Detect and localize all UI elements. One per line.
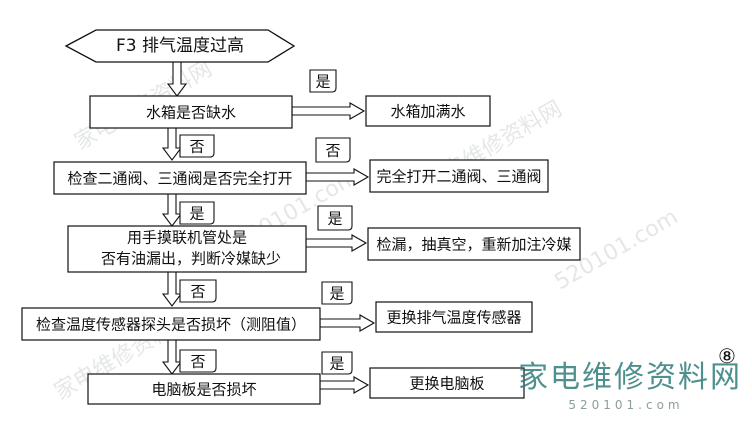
action-step-3: 检漏，抽真空，重新加注冷媒 xyxy=(367,227,581,261)
site-logo: 家电维修资料网 520101.com xyxy=(518,352,742,416)
next-label-step2-text: 是 xyxy=(189,205,204,223)
decision-step-1-text: 水箱是否缺水 xyxy=(146,104,236,122)
action-step-4: 更换排气温度传感器 xyxy=(375,301,533,333)
action-step-1: 水箱加满水 xyxy=(365,95,491,127)
next-label-step3-text: 否 xyxy=(190,283,205,301)
branch-label-step2: 否 xyxy=(315,137,351,163)
decision-step-4-text: 检查温度传感器探头是否损坏（测阻值） xyxy=(36,316,306,334)
arrow-step5-to-action xyxy=(319,376,370,394)
branch-label-step2-text: 否 xyxy=(325,142,340,160)
next-label-step1-text: 否 xyxy=(189,138,204,156)
next-label-step1: 否 xyxy=(179,134,215,158)
decision-step-2-text: 检查二通阀、三通阀是否完全打开 xyxy=(67,170,292,188)
branch-label-step3: 是 xyxy=(317,205,353,231)
next-label-step4-text: 否 xyxy=(190,353,205,371)
next-label-step4: 否 xyxy=(179,349,217,373)
arrow-step3-to-step4 xyxy=(161,271,183,307)
arrow-step3-to-action xyxy=(305,234,368,252)
action-step-4-text: 更换排气温度传感器 xyxy=(386,309,521,327)
action-step-5: 更换电脑板 xyxy=(369,367,525,399)
arrow-step1-to-step2 xyxy=(161,127,183,161)
next-label-step3: 否 xyxy=(179,279,217,303)
branch-label-step4-text: 是 xyxy=(329,285,344,303)
logo-url: 520101.com xyxy=(568,398,684,412)
branch-label-step5: 是 xyxy=(321,351,353,375)
next-label-step2: 是 xyxy=(179,201,215,225)
start-node: F3 排气温度过高 xyxy=(64,29,296,63)
branch-label-step5-text: 是 xyxy=(329,355,344,373)
arrow-step2-to-action xyxy=(305,168,370,186)
logo-text: 家电维修资料网 xyxy=(518,360,742,395)
arrow-step4-to-action xyxy=(319,314,376,332)
start-node-text: F3 排气温度过高 xyxy=(116,36,244,56)
branch-label-step1: 是 xyxy=(309,69,337,93)
branch-label-step1-text: 是 xyxy=(315,73,330,91)
action-step-2: 完全打开二通阀、三通阀 xyxy=(369,159,549,193)
decision-step-4: 检查温度传感器探头是否损坏（测阻值） xyxy=(21,307,321,341)
arrow-start-to-step1 xyxy=(166,61,188,97)
arrow-step4-to-step5 xyxy=(161,339,183,375)
decision-step-1: 水箱是否缺水 xyxy=(89,95,293,129)
branch-label-step4: 是 xyxy=(321,281,353,305)
decision-step-2: 检查二通阀、三通阀是否完全打开 xyxy=(53,161,307,195)
decision-step-5: 电脑板是否损坏 xyxy=(87,373,321,405)
action-step-2-text: 完全打开二通阀、三通阀 xyxy=(376,168,541,186)
arrow-step2-to-step3 xyxy=(161,193,183,227)
branch-label-step3-text: 是 xyxy=(327,210,342,228)
action-step-1-text: 水箱加满水 xyxy=(390,103,465,121)
decision-step-3-text-line1: 用手摸联机管处是 xyxy=(127,229,247,247)
action-step-3-text: 检漏，抽真空，重新加注冷媒 xyxy=(376,236,571,254)
decision-step-5-text: 电脑板是否损坏 xyxy=(151,381,256,399)
action-step-5-text: 更换电脑板 xyxy=(409,375,484,393)
decision-step-3-text-line2: 否有油漏出，判断冷媒缺少 xyxy=(101,250,281,268)
figure-number: ⑧ xyxy=(718,344,736,368)
arrow-step1-to-action xyxy=(291,102,366,120)
